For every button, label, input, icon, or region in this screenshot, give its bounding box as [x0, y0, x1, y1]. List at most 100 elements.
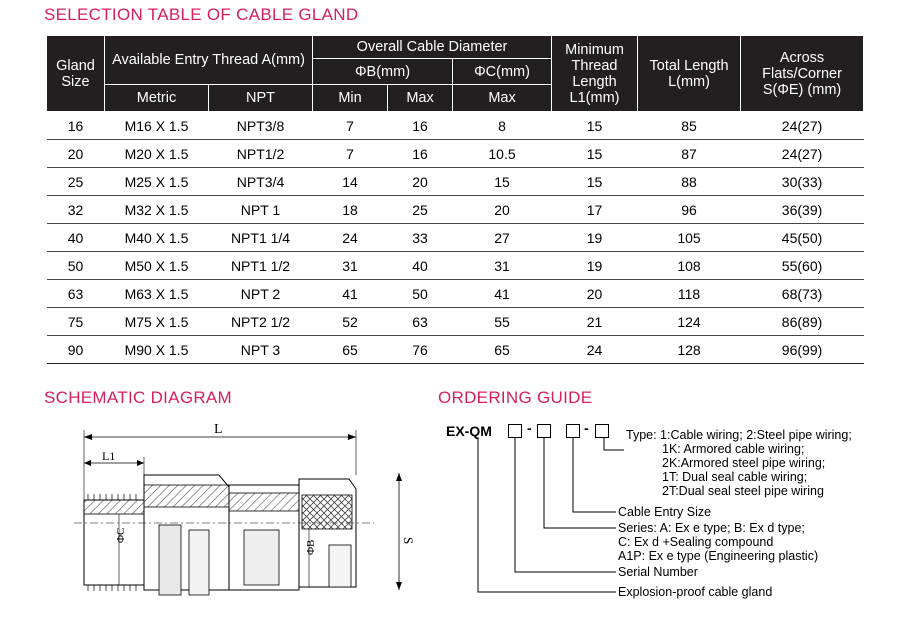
table-cell: NPT3/4	[208, 167, 313, 196]
table-cell: 65	[452, 335, 552, 364]
table-cell: 20	[387, 167, 453, 196]
selection-table: Gland Size Available Entry Thread A(mm) …	[46, 35, 865, 364]
table-cell: 16	[387, 139, 453, 168]
table-cell: M75 X 1.5	[104, 307, 209, 336]
header-entry-thread: Available Entry Thread A(mm)	[103, 35, 314, 85]
header-max-c: Max	[452, 84, 553, 112]
ordering-type-line-3: 2K:Armored steel pipe wiring;	[662, 456, 826, 470]
table-cell: 31	[452, 251, 552, 280]
table-cell: NPT 1	[208, 195, 313, 224]
header-phi-b: ΦB(mm)	[312, 58, 454, 85]
header-min: Min	[312, 84, 389, 112]
table-cell: M25 X 1.5	[104, 167, 209, 196]
table-cell: 55(60)	[740, 251, 864, 280]
table-cell: M20 X 1.5	[104, 139, 209, 168]
table-cell: NPT1/2	[208, 139, 313, 168]
ordering-guide-title: ORDERING GUIDE	[438, 388, 593, 407]
header-phi-c: ΦC(mm)	[452, 58, 553, 85]
header-npt: NPT	[207, 84, 314, 112]
ordering-box-entry-size	[566, 424, 580, 438]
table-cell: 16	[46, 111, 105, 140]
table-cell: NPT1 1/2	[208, 251, 313, 280]
ordering-serial-number: Serial Number	[618, 565, 698, 579]
table-cell: 24	[312, 223, 388, 252]
ordering-box-serial	[508, 424, 522, 438]
table-cell: M50 X 1.5	[104, 251, 209, 280]
table-cell: M63 X 1.5	[104, 279, 209, 308]
table-cell: 63	[46, 279, 105, 308]
table-cell: 41	[452, 279, 552, 308]
header-overall-diameter: Overall Cable Diameter	[312, 35, 553, 59]
table-cell: 15	[452, 167, 552, 196]
table-cell: 31	[312, 251, 388, 280]
schematic-diagram-title: SCHEMATIC DIAGRAM	[44, 388, 233, 407]
table-cell: M32 X 1.5	[104, 195, 209, 224]
table-cell: NPT3/8	[208, 111, 313, 140]
table-cell: 118	[637, 279, 741, 308]
table-cell: 25	[46, 167, 105, 196]
table-cell: 20	[452, 195, 552, 224]
ordering-entry-size: Cable Entry Size	[618, 505, 712, 519]
table-cell: 10.5	[452, 139, 552, 168]
dimension-l1-label: L1	[102, 449, 115, 463]
header-across-flats: Across Flats/Corner S(ΦE) (mm)	[740, 35, 865, 112]
table-cell: 124	[637, 307, 741, 336]
ordering-type-line-4: 1T: Dual seal cable wiring;	[662, 470, 808, 484]
table-cell: 108	[637, 251, 741, 280]
table-cell: 50	[46, 251, 105, 280]
table-cell: 32	[46, 195, 105, 224]
ordering-box-type	[595, 424, 609, 438]
header-gland-size: Gland Size	[46, 35, 105, 112]
table-cell: 7	[312, 111, 388, 140]
ordering-type-line-5: 2T:Dual seal steel pipe wiring	[662, 484, 824, 498]
header-min-thread-length: Minimum Thread Length L1(mm)	[551, 35, 639, 112]
table-cell: 19	[551, 251, 638, 280]
table-cell: 15	[551, 167, 638, 196]
table-cell: M90 X 1.5	[104, 335, 209, 364]
table-cell: 24(27)	[740, 139, 864, 168]
table-cell: 17	[551, 195, 638, 224]
header-total-length: Total Length L(mm)	[637, 35, 742, 112]
table-cell: 27	[452, 223, 552, 252]
header-metric: Metric	[104, 84, 209, 112]
table-cell: M40 X 1.5	[104, 223, 209, 252]
table-cell: 24	[551, 335, 638, 364]
dimension-s-label: S	[401, 537, 416, 544]
table-cell: 96	[637, 195, 741, 224]
table-cell: 87	[637, 139, 741, 168]
table-cell: 50	[387, 279, 453, 308]
table-cell: 85	[637, 111, 741, 140]
ordering-product: Explosion-proof cable gland	[618, 585, 773, 599]
table-cell: 20	[46, 139, 105, 168]
table-cell: 128	[637, 335, 741, 364]
table-cell: 24(27)	[740, 111, 864, 140]
table-cell: 25	[387, 195, 453, 224]
phi-b-label: ΦB	[305, 540, 317, 555]
table-cell: 65	[312, 335, 388, 364]
table-cell: 41	[312, 279, 388, 308]
table-cell: 96(99)	[740, 335, 864, 364]
ordering-guide: EX-QM - - Type: 1:Cable wiring; 2:Steel …	[438, 410, 908, 620]
ordering-type-line-2: 1K: Armored cable wiring;	[662, 442, 805, 456]
table-cell: 20	[551, 279, 638, 308]
ordering-guide-leader-lines	[477, 438, 624, 593]
cable-gland-schematic: L L1 S ΦC ΦB	[74, 422, 416, 596]
table-cell: 15	[551, 139, 638, 168]
table-cell: 63	[387, 307, 453, 336]
table-cell: 55	[452, 307, 552, 336]
table-cell: 8	[452, 111, 552, 140]
table-cell: 14	[312, 167, 388, 196]
ordering-series-line-3: A1P: Ex e type (Engineering plastic)	[618, 549, 819, 563]
ordering-series-line-2: C: Ex d +Sealing compound	[618, 535, 774, 549]
table-cell: 30(33)	[740, 167, 864, 196]
table-cell: 75	[46, 307, 105, 336]
table-cell: 7	[312, 139, 388, 168]
table-cell: 16	[387, 111, 453, 140]
